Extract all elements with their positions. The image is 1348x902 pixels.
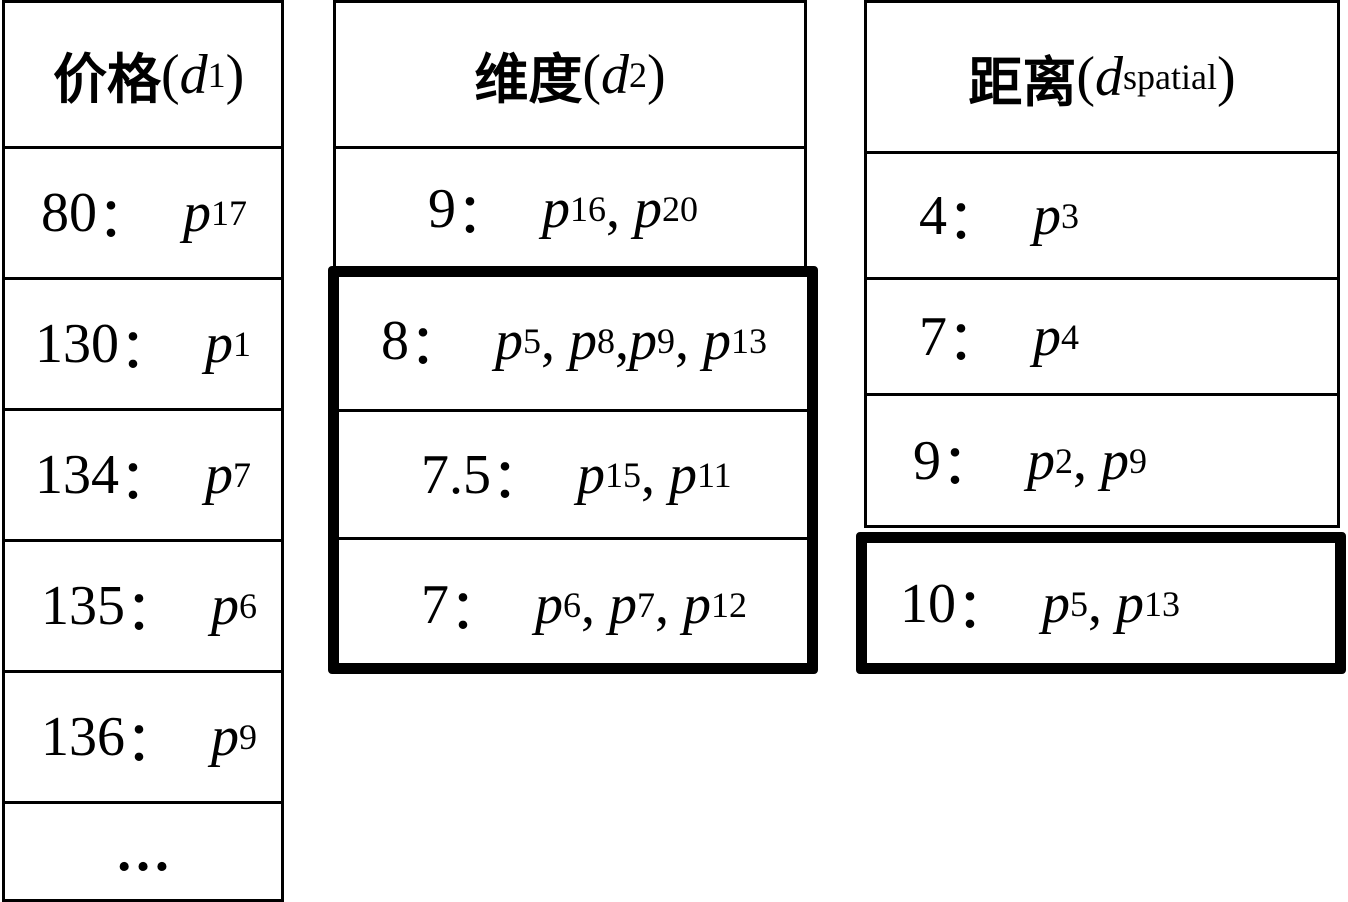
row-key: 134	[35, 444, 119, 506]
item-var: p	[1033, 305, 1061, 368]
row-separator: ：	[947, 311, 1003, 373]
item-separator: ,	[615, 309, 629, 372]
row-key: 136	[41, 706, 125, 768]
item-var: p	[683, 574, 711, 636]
row-separator: ：	[941, 435, 997, 497]
row-separator: ：	[119, 449, 175, 512]
row-separator: ：	[449, 579, 505, 642]
row-key: 8	[381, 309, 409, 372]
row-separator: ：	[956, 578, 1012, 641]
item-var: p	[183, 182, 211, 244]
item-separator: ,	[641, 443, 655, 506]
item-separator: ,	[1088, 573, 1102, 635]
item-var: p	[1033, 184, 1061, 247]
row-key: 7	[421, 574, 449, 636]
row-separator: ：	[97, 187, 153, 250]
header-label: 维度	[474, 48, 583, 111]
row-key: 7	[919, 305, 947, 368]
item-separator: ,	[675, 309, 689, 372]
item-var: p	[1101, 429, 1129, 492]
header-var: d	[179, 43, 208, 106]
item-var: p	[577, 443, 605, 506]
item-var: p	[569, 309, 597, 372]
row-separator: ：	[947, 190, 1003, 252]
item-var: p	[1042, 573, 1070, 635]
item-var: p	[1027, 429, 1055, 492]
header-var: d	[601, 43, 629, 106]
row-key: 80	[41, 182, 97, 244]
item-var: p	[703, 309, 731, 372]
header-label: 价格	[53, 48, 161, 111]
row-separator: ：	[125, 580, 181, 643]
row-separator: ：	[409, 315, 465, 377]
row-separator: ：	[456, 183, 512, 246]
item-var: p	[629, 309, 657, 372]
row-separator: ：	[491, 449, 547, 511]
ellipsis: …	[115, 820, 171, 883]
row-key: 10	[900, 573, 956, 635]
item-separator: ,	[541, 309, 555, 372]
item-separator: ,	[655, 574, 669, 636]
row-key: 9	[428, 178, 456, 240]
item-var: p	[495, 309, 523, 372]
row-key: 7.5	[421, 443, 491, 506]
row-key: 130	[35, 313, 119, 375]
item-var: p	[535, 574, 563, 636]
header-label: 距离	[968, 50, 1077, 114]
row-key: 4	[919, 184, 947, 247]
row-key: 135	[41, 575, 125, 637]
item-var: p	[205, 313, 233, 375]
header-var: d	[1095, 46, 1123, 108]
row-separator: ：	[125, 711, 181, 774]
item-separator: ,	[1073, 429, 1087, 492]
item-var: p	[609, 574, 637, 636]
item-var: p	[542, 178, 570, 240]
item-separator: ,	[581, 574, 595, 636]
row-key: 9	[913, 429, 941, 492]
item-var: p	[634, 178, 662, 240]
item-var: p	[211, 706, 239, 768]
item-var: p	[669, 443, 697, 506]
ellipsis-row: …	[2, 804, 284, 902]
row-separator: ：	[119, 318, 175, 381]
item-var: p	[205, 444, 233, 506]
item-var: p	[1116, 573, 1144, 635]
item-separator: ,	[606, 178, 620, 240]
item-var: p	[211, 575, 239, 637]
